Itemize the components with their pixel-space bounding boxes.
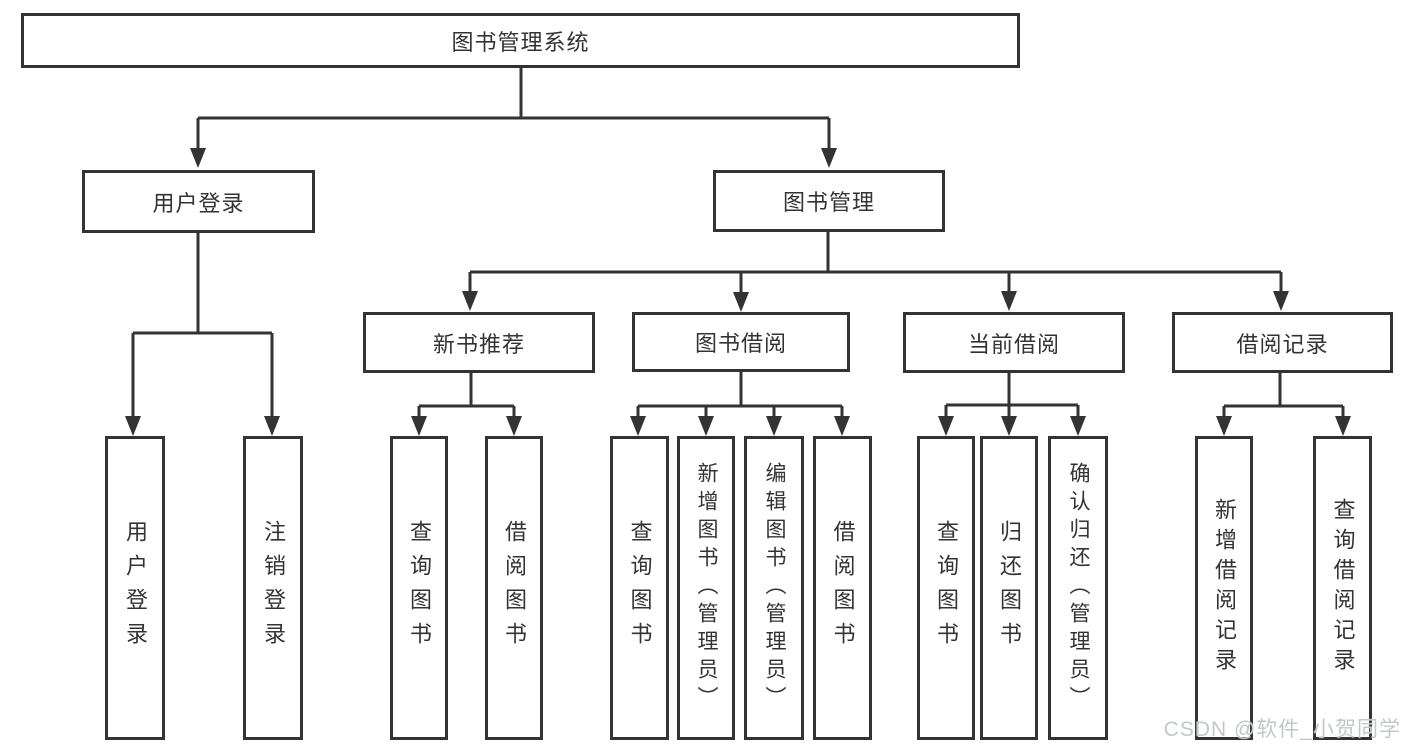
leaf-edit-books-admin: 编辑图书（管理员） <box>744 436 804 740</box>
connector-book-mgmt-children <box>468 230 1283 293</box>
node-book-borrowing: 图书借阅 <box>632 312 850 372</box>
leaf-label: 注销登录 <box>261 520 286 656</box>
leaf-query-books-recommend: 查询图书 <box>390 436 448 740</box>
node-label: 用户登录 <box>152 190 245 216</box>
leaf-label: 借阅图书 <box>502 520 527 656</box>
connector-book-borrow-children <box>636 370 844 418</box>
node-current-borrowing: 当前借阅 <box>903 312 1125 373</box>
node-user-login: 用户登录 <box>82 170 315 233</box>
node-label: 图书管理系统 <box>451 29 590 55</box>
leaf-borrow-books-recommend: 借阅图书 <box>485 436 543 740</box>
leaf-query-books-borrowing: 查询图书 <box>610 436 669 740</box>
node-label: 新书推荐 <box>432 331 525 357</box>
node-label: 当前借阅 <box>967 331 1060 357</box>
leaf-query-books-current: 查询图书 <box>917 436 975 740</box>
connector-user-login-children <box>131 231 274 418</box>
leaf-label: 查询图书 <box>407 520 432 656</box>
leaf-label: 新增借阅记录 <box>1212 498 1237 678</box>
node-label: 图书管理 <box>782 190 875 215</box>
leaf-user-login: 用户登录 <box>105 436 165 740</box>
node-borrowing-records: 借阅记录 <box>1172 312 1393 373</box>
leaf-label: 借阅图书 <box>830 520 856 656</box>
connector-current-borrow-children <box>944 371 1080 418</box>
node-label: 图书借阅 <box>694 331 787 356</box>
node-library-management-system: 图书管理系统 <box>21 13 1020 68</box>
leaf-label: 用户登录 <box>123 520 148 656</box>
leaf-borrow-books: 借阅图书 <box>813 436 872 740</box>
csdn-watermark: CSDN @软件_小贺同学 <box>1163 718 1401 741</box>
leaf-label: 查询借阅记录 <box>1330 498 1356 678</box>
leaf-label: 编辑图书（管理员） <box>763 462 786 714</box>
node-book-management: 图书管理 <box>713 170 945 232</box>
arrowheads <box>125 148 1351 436</box>
connector-root-to-level2 <box>196 66 831 150</box>
leaf-query-borrow-record: 查询借阅记录 <box>1313 436 1372 740</box>
leaf-confirm-return-admin: 确认归还（管理员） <box>1048 436 1108 740</box>
leaf-logout: 注销登录 <box>243 436 303 740</box>
leaf-add-borrow-record: 新增借阅记录 <box>1195 436 1253 740</box>
leaf-label: 确认归还（管理员） <box>1067 462 1090 714</box>
leaf-label: 新增图书（管理员） <box>695 462 718 714</box>
node-label: 借阅记录 <box>1236 331 1329 357</box>
leaf-label: 查询图书 <box>934 520 959 656</box>
connector-borrow-records-children <box>1222 371 1345 418</box>
leaf-return-books: 归还图书 <box>980 436 1038 740</box>
leaf-label: 查询图书 <box>627 520 653 656</box>
leaf-add-books-admin: 新增图书（管理员） <box>677 436 735 740</box>
connector-new-book-children <box>417 371 516 418</box>
node-new-book-recommend: 新书推荐 <box>363 312 595 373</box>
leaf-label: 归还图书 <box>997 520 1022 656</box>
